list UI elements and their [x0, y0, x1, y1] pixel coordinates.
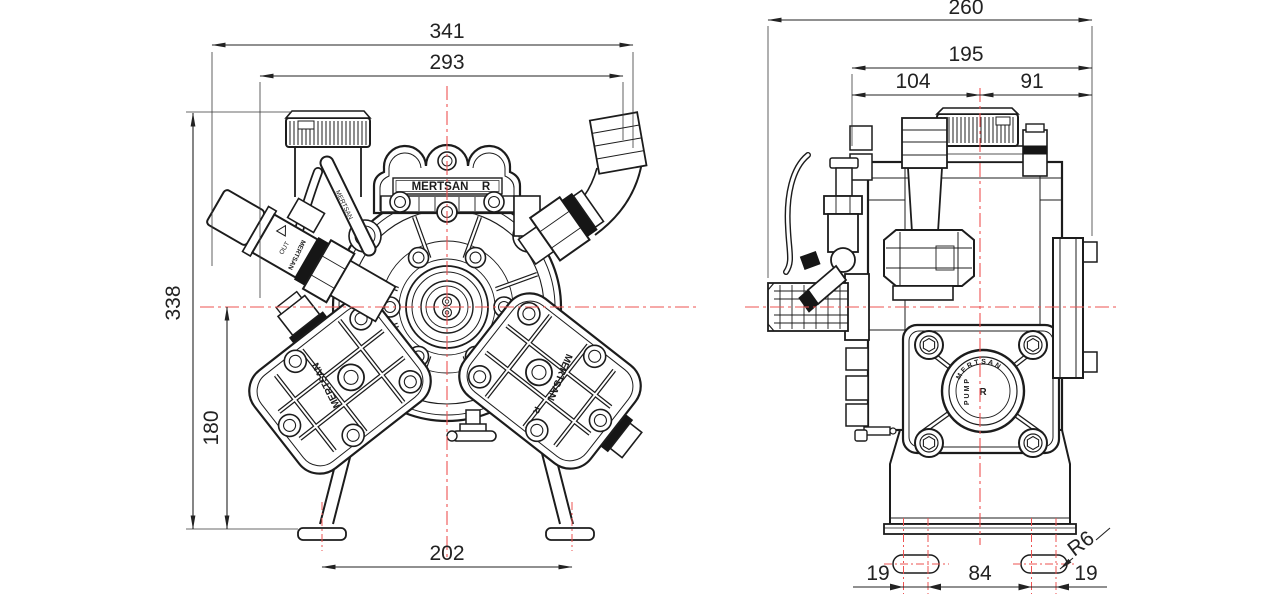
side-cover-bolts [914, 330, 1048, 458]
side-badge-center: R [979, 387, 987, 398]
dim-text-84: 84 [968, 562, 992, 585]
dim-side-axis-offsets: 104 91 [851, 70, 1093, 98]
dim-text-338: 338 [162, 285, 185, 320]
dim-text-195: 195 [948, 43, 983, 66]
dim-front-foot-spacing: 202 [321, 542, 573, 570]
side-top-port [1022, 123, 1048, 177]
front-drain-valve [446, 409, 497, 442]
side-rear-flange [1052, 237, 1098, 379]
front-feet [297, 429, 595, 541]
front-dimensions: 341 293 338 180 202 [162, 20, 634, 570]
side-valve-lever [783, 152, 863, 313]
side-drain-stub [854, 426, 897, 442]
front-outlet-assembly [206, 189, 397, 323]
front-right-head [458, 292, 643, 470]
dim-text-341: 341 [429, 20, 464, 43]
side-inlet-barb [883, 117, 975, 301]
dim-text-19-left: 19 [866, 562, 889, 585]
dim-front-overall-width: 341 [211, 20, 634, 266]
dim-side-slot-spacing: 19 84 19 [853, 562, 1107, 591]
dim-text-104: 104 [895, 70, 930, 93]
side-dimensions: 260 195 104 91 19 84 19 R6 [767, 0, 1111, 591]
front-centerlines [200, 86, 698, 560]
front-left-head [248, 290, 432, 475]
dim-front-axis-height: 180 [200, 306, 230, 530]
front-filler-cap [284, 110, 372, 197]
side-slot-right [1020, 554, 1068, 574]
dim-text-180: 180 [200, 410, 223, 445]
dim-side-mount-depth: 195 [851, 43, 1093, 146]
front-nameplate-brand: MERTSAN [412, 181, 469, 193]
dim-side-overall-depth: 260 [767, 0, 1093, 278]
dim-text-293: 293 [429, 51, 464, 74]
side-badge-bottom: PUMP [964, 377, 971, 405]
front-view: MERTSAN MERTSAN R MERTSAN R MERTSAN [162, 20, 698, 570]
dim-text-91: 91 [1020, 70, 1043, 93]
dim-text-19-right: 19 [1074, 562, 1097, 585]
dim-text-260: 260 [948, 0, 983, 19]
dim-front-overall-height: 338 [162, 111, 298, 530]
dim-text-202: 202 [429, 542, 464, 565]
side-filler-cap [935, 107, 1020, 147]
front-nameplate-series: R [482, 181, 491, 193]
side-view: MERTSAN R PUMP [745, 0, 1118, 594]
front-right-head-series: R [531, 405, 543, 415]
front-inlet-elbow [513, 111, 648, 266]
dim-front-port-width: 293 [259, 51, 624, 298]
side-cover-plate: MERTSAN R PUMP [901, 323, 1061, 458]
